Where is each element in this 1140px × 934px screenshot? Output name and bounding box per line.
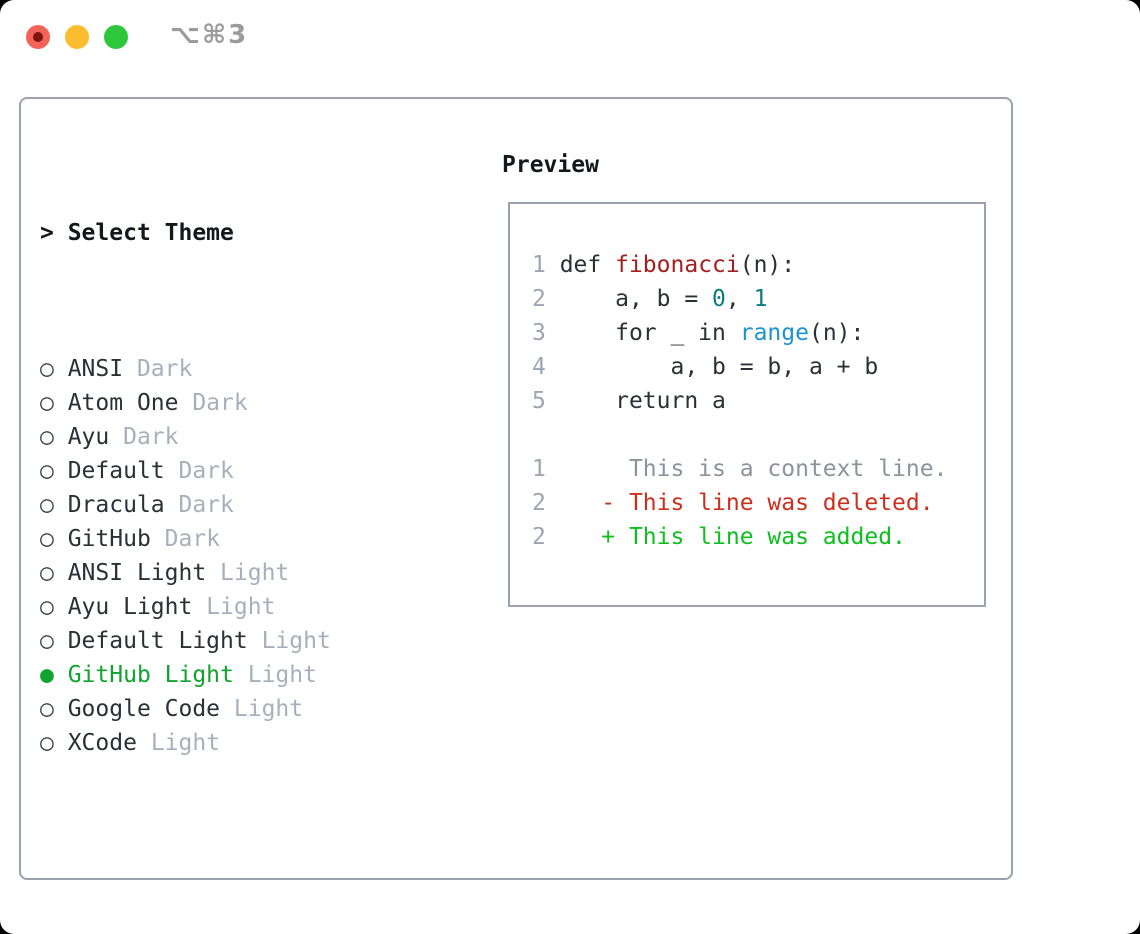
theme-list: ○ ANSI Dark○ Atom One Dark○ Ayu Dark○ De… bbox=[40, 352, 428, 760]
window-titlebar bbox=[26, 25, 128, 49]
diff-line: 2 - This line was deleted. bbox=[532, 486, 984, 520]
code-line: 2 a, b = 0, 1 bbox=[532, 282, 984, 316]
theme-variant: Dark bbox=[136, 356, 193, 382]
theme-variant: Light bbox=[220, 560, 290, 586]
radio-selected-icon: ● bbox=[40, 662, 54, 688]
theme-option-dracula[interactable]: ○ Dracula Dark bbox=[40, 488, 428, 522]
theme-name: Ayu Light bbox=[67, 594, 193, 620]
code-token-num: 1 bbox=[753, 286, 768, 312]
radio-icon: ○ bbox=[40, 560, 54, 586]
select-theme-label: Select Theme bbox=[67, 220, 234, 246]
zoom-button[interactable] bbox=[104, 25, 128, 49]
code-line: 1 def fibonacci(n): bbox=[532, 248, 984, 282]
theme-option-ayu[interactable]: ○ Ayu Dark bbox=[40, 420, 428, 454]
theme-variant: Dark bbox=[178, 458, 234, 484]
close-button[interactable] bbox=[26, 25, 50, 49]
radio-icon: ○ bbox=[40, 458, 54, 484]
theme-variant: Light bbox=[233, 696, 304, 722]
theme-name: ANSI Light bbox=[67, 560, 207, 586]
radio-icon: ○ bbox=[40, 730, 54, 756]
minimize-button[interactable] bbox=[65, 25, 89, 49]
theme-name: Google Code bbox=[67, 696, 221, 722]
code-token-code: def bbox=[545, 252, 616, 278]
code-token-ctx: This is a context line. bbox=[545, 456, 948, 482]
line-number: 1 bbox=[532, 252, 546, 278]
code-token-code: a, b = b, a + b bbox=[545, 354, 879, 380]
preview-label: Preview bbox=[502, 152, 599, 178]
line-number: 2 bbox=[532, 490, 546, 516]
code-line: 3 for _ in range(n): bbox=[532, 316, 984, 350]
code-token-code: for _ in bbox=[545, 320, 740, 346]
theme-name: GitHub Light bbox=[67, 662, 234, 688]
theme-name: GitHub bbox=[67, 526, 151, 552]
code-token-code: a, b = bbox=[545, 286, 713, 312]
code-token-add: + This line was added. bbox=[545, 524, 906, 550]
theme-option-github[interactable]: ○ GitHub Dark bbox=[40, 522, 428, 556]
theme-option-google-code[interactable]: ○ Google Code Light bbox=[40, 692, 428, 726]
code-token-call: range bbox=[739, 320, 809, 346]
radio-icon: ○ bbox=[40, 390, 54, 416]
radio-icon: ○ bbox=[40, 594, 54, 620]
theme-picker: > Select Theme ○ ANSI Dark○ Atom One Dar… bbox=[40, 148, 428, 934]
theme-name: Dracula bbox=[67, 492, 165, 518]
theme-name: Atom One bbox=[67, 390, 179, 416]
theme-name: Default Light bbox=[67, 628, 248, 654]
radio-icon: ○ bbox=[40, 492, 54, 518]
code-token-code: (n): bbox=[808, 320, 865, 346]
line-number: 2 bbox=[532, 524, 546, 550]
theme-option-default[interactable]: ○ Default Dark bbox=[40, 454, 428, 488]
theme-dialog: > Select Theme ○ ANSI Dark○ Atom One Dar… bbox=[19, 97, 1013, 880]
radio-icon: ○ bbox=[40, 356, 54, 382]
code-token-code: , bbox=[725, 286, 754, 312]
code-line: 5 return a bbox=[532, 384, 984, 418]
radio-icon: ○ bbox=[40, 526, 54, 552]
code-token-code: (n): bbox=[739, 252, 796, 278]
theme-option-atom-one[interactable]: ○ Atom One Dark bbox=[40, 386, 428, 420]
prompt-icon: > bbox=[40, 220, 54, 246]
radio-icon: ○ bbox=[40, 424, 54, 450]
line-number: 2 bbox=[532, 286, 546, 312]
line-number: 3 bbox=[532, 320, 546, 346]
code-token-num: 0 bbox=[712, 286, 726, 312]
theme-variant: Dark bbox=[178, 492, 234, 518]
theme-option-ayu-light[interactable]: ○ Ayu Light Light bbox=[40, 590, 428, 624]
spacer bbox=[40, 862, 428, 896]
theme-variant: Light bbox=[247, 662, 317, 688]
theme-variant: Light bbox=[206, 594, 276, 620]
select-theme-header: > Select Theme bbox=[40, 216, 428, 250]
theme-variant: Light bbox=[150, 730, 221, 756]
diff-line: 1 This is a context line. bbox=[532, 452, 984, 486]
diff-line: 2 + This line was added. bbox=[532, 520, 984, 554]
theme-variant: Dark bbox=[164, 526, 221, 552]
theme-name: ANSI bbox=[67, 356, 124, 382]
theme-variant: Dark bbox=[192, 390, 248, 416]
theme-name: Default bbox=[67, 458, 165, 484]
preview-diff-block: 1 This is a context line.2 - This line w… bbox=[532, 452, 984, 554]
code-line: 4 a, b = b, a + b bbox=[532, 350, 984, 384]
line-number: 4 bbox=[532, 354, 546, 380]
spacer bbox=[532, 418, 984, 452]
theme-option-github-light[interactable]: ● GitHub Light Light bbox=[40, 658, 428, 692]
theme-variant: Light bbox=[261, 628, 331, 654]
code-token-del: - This line was deleted. bbox=[545, 490, 934, 516]
theme-dialog-content: > Select Theme ○ ANSI Dark○ Atom One Dar… bbox=[21, 99, 1011, 878]
theme-variant: Dark bbox=[123, 424, 179, 450]
theme-option-ansi[interactable]: ○ ANSI Dark bbox=[40, 352, 428, 386]
close-dot-icon bbox=[33, 32, 43, 42]
window-title: ⌥⌘3 bbox=[170, 20, 249, 50]
line-number: 5 bbox=[532, 388, 546, 414]
code-token-code: return a bbox=[545, 388, 726, 414]
theme-name: XCode bbox=[67, 730, 137, 756]
radio-icon: ○ bbox=[40, 628, 54, 654]
theme-name: Ayu bbox=[67, 424, 110, 450]
theme-option-default-light[interactable]: ○ Default Light Light bbox=[40, 624, 428, 658]
code-token-func: fibonacci bbox=[615, 252, 740, 278]
line-number: 1 bbox=[532, 456, 546, 482]
theme-option-xcode[interactable]: ○ XCode Light bbox=[40, 726, 428, 760]
theme-option-ansi-light[interactable]: ○ ANSI Light Light bbox=[40, 556, 428, 590]
radio-icon: ○ bbox=[40, 696, 54, 722]
